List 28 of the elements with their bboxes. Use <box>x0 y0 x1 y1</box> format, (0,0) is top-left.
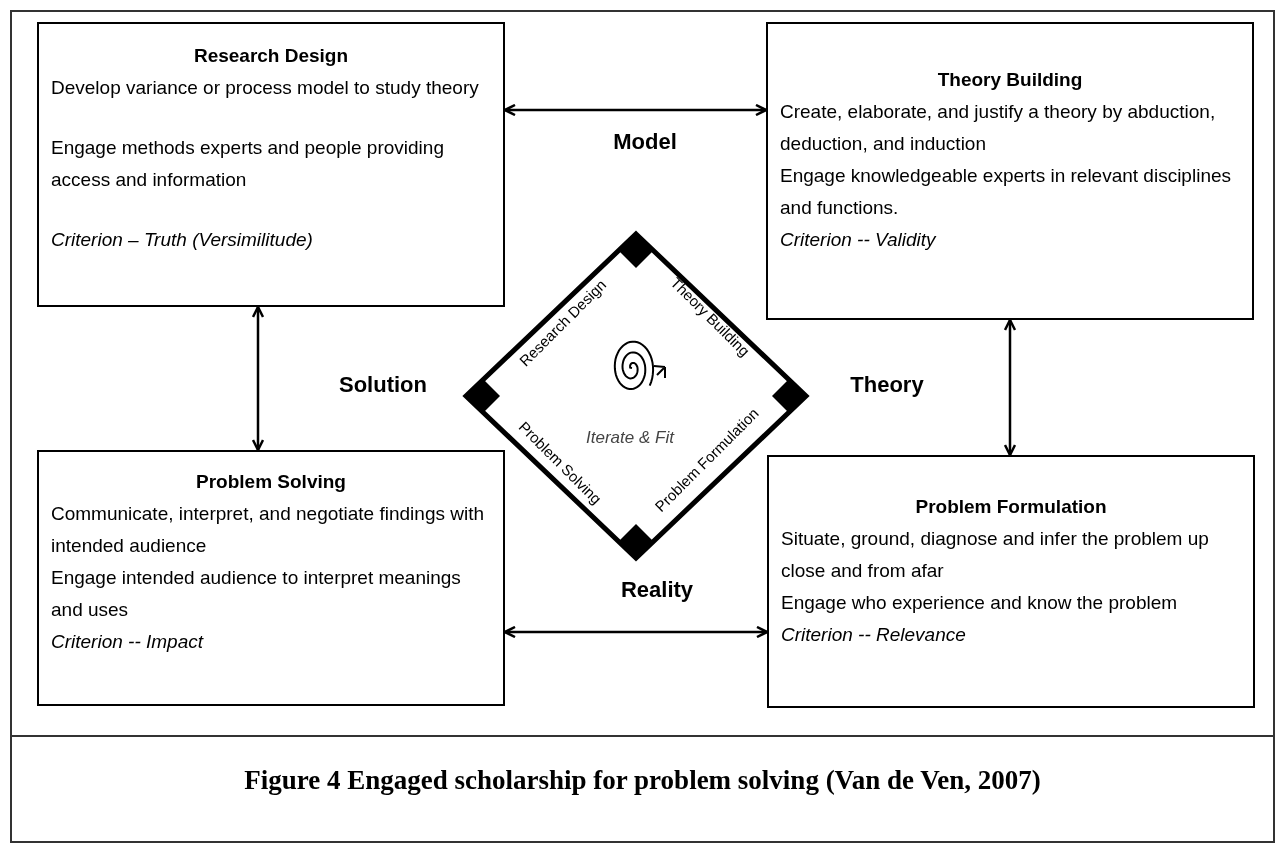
description-text: Engage knowledgeable experts in relevant disciplines and functions. <box>780 164 1232 220</box>
box-heading: Problem Solving <box>195 470 347 494</box>
figure-caption: Figure 4 Engaged scholarship for problem solving (Van de Ven, 2007) <box>243 764 1042 797</box>
criterion-text: Criterion – Truth (Versimilitude) <box>51 228 314 252</box>
process-box <box>37 22 505 307</box>
criterion-text: Criterion -- Impact <box>51 630 205 654</box>
description-text: Engage intended audience to interpret meanings and uses <box>51 566 462 622</box>
criterion-text: Criterion -- Validity <box>780 228 938 252</box>
double-arrow <box>1003 318 1017 457</box>
description-text: Create, elaborate, and justify a theory by abduction, deduction, and induction <box>780 100 1217 156</box>
box-heading: Theory Building <box>936 68 1084 92</box>
process-box <box>766 22 1254 320</box>
process-box <box>767 455 1255 708</box>
box-heading: Problem Formulation <box>914 495 1108 519</box>
criterion-text: Criterion -- Relevance <box>781 623 967 647</box>
center-label: Iterate & Fit <box>585 427 675 449</box>
axis-label: Model <box>613 128 677 156</box>
axis-label: Theory <box>850 371 924 399</box>
description-text: Engage methods experts and people providing access and information <box>51 136 445 192</box>
double-arrow <box>251 305 265 452</box>
description-text: Engage who experience and know the problem <box>781 591 1179 615</box>
description-text: Develop variance or process model to study theory <box>51 76 480 100</box>
description-text: Communicate, interpret, and negotiate findings with intended audience <box>51 502 486 558</box>
axis-label: Solution <box>339 371 427 399</box>
axis-label: Reality <box>620 576 694 604</box>
description-text: Situate, ground, diagnose and infer the problem up close and from afar <box>781 527 1210 583</box>
process-box <box>37 450 505 706</box>
box-heading: Research Design <box>192 44 350 68</box>
